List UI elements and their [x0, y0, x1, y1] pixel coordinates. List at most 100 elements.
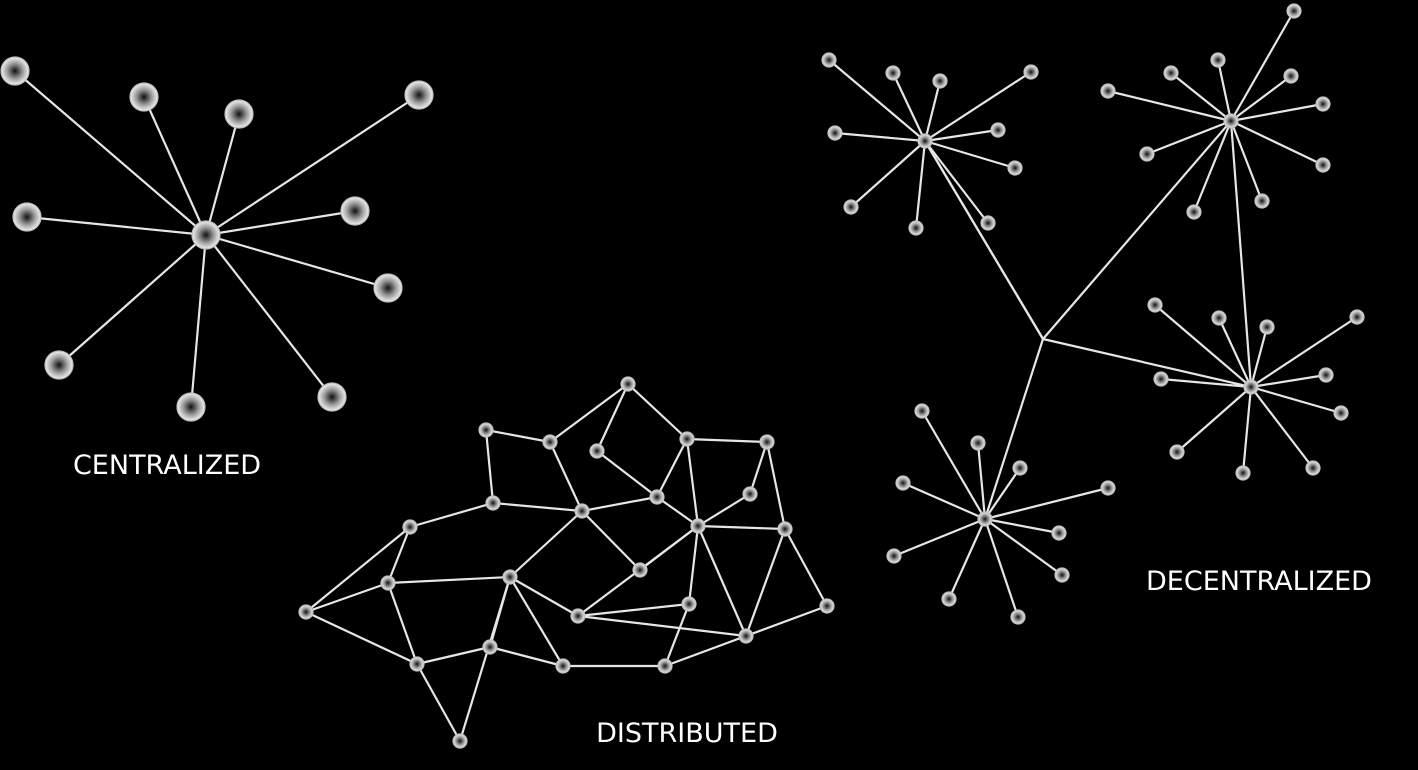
decentralized-leaf-node — [1211, 310, 1227, 326]
distributed-edge — [304, 610, 419, 666]
decentralized-edge — [983, 466, 1022, 521]
distributed-edge — [595, 382, 630, 453]
decentralized-leaf-node — [1100, 83, 1116, 99]
decentralized-leaf-node — [1186, 204, 1202, 220]
centralized-edge — [189, 233, 208, 409]
decentralized-leaf-node — [1007, 160, 1023, 176]
decentralized-edge — [920, 409, 987, 521]
distributed-node — [690, 518, 706, 534]
distributed-node — [679, 431, 695, 447]
distributed-edge — [576, 614, 748, 638]
decentralized-edge — [914, 139, 927, 230]
distributed-edge — [484, 428, 552, 444]
decentralized-edge — [901, 481, 987, 521]
decentralized-leaf-node — [1210, 52, 1226, 68]
decentralized-trunk-edge — [1041, 337, 1253, 389]
distributed-node — [649, 489, 665, 505]
distributed-edge — [744, 527, 787, 638]
decentralized-edge — [923, 79, 942, 143]
distributed-edge — [580, 509, 642, 572]
distributed-edge — [685, 437, 700, 528]
decentralized-leaf-node — [895, 475, 911, 491]
decentralized-edge — [1153, 303, 1253, 389]
decentralized-leaf-node — [1286, 3, 1302, 19]
distributed-edge — [655, 437, 689, 499]
distributed-network — [298, 376, 835, 749]
decentralized-leaf-node — [980, 215, 996, 231]
centralized-edge — [204, 209, 357, 237]
decentralized-edge — [1229, 119, 1264, 203]
distributed-edge — [415, 662, 462, 743]
distributed-node — [777, 521, 793, 537]
distributed-edge — [386, 575, 512, 585]
distributed-node — [657, 658, 673, 674]
decentralized-edge — [1159, 377, 1253, 389]
decentralized-edge — [1106, 89, 1233, 123]
decentralized-edge — [983, 517, 1061, 535]
distributed-edge — [655, 495, 700, 528]
decentralized-edge — [849, 139, 927, 209]
centralized-leaf-node — [317, 382, 347, 412]
decentralized-leaf-node — [1283, 68, 1299, 84]
distributed-node — [589, 443, 605, 459]
decentralized-edge — [923, 139, 1017, 170]
decentralized-leaf-node — [843, 199, 859, 215]
centralized-edge — [204, 233, 334, 399]
decentralized-edge — [983, 517, 1020, 619]
decentralized-leaf-node — [1012, 460, 1028, 476]
distributed-node — [759, 434, 775, 450]
centralized-hub-node — [191, 220, 221, 250]
decentralized-leaf-node — [941, 591, 957, 607]
centralized-leaf-node — [176, 392, 206, 422]
distributed-edge — [415, 645, 492, 666]
distributed-edge — [508, 509, 584, 579]
decentralized-edge — [833, 131, 927, 143]
decentralized-leaf-node — [827, 125, 843, 141]
decentralized-edge — [976, 441, 987, 521]
distributed-edge — [488, 645, 565, 668]
centralized-leaf-node — [224, 99, 254, 129]
distributed-node — [402, 519, 418, 535]
centralized-label: CENTRALIZED — [73, 450, 261, 481]
decentralized-leaf-node — [1333, 405, 1349, 421]
decentralized-leaf-node — [932, 73, 948, 89]
distributed-edge — [458, 575, 512, 743]
distributed-edge — [408, 501, 495, 529]
distributed-edge — [580, 495, 659, 513]
decentralized-edge — [1249, 373, 1328, 389]
decentralized-hub-node — [977, 511, 993, 527]
distributed-edge — [548, 440, 584, 513]
decentralized-edge — [983, 517, 1064, 577]
decentralized-leaf-node — [1315, 157, 1331, 173]
decentralized-edge — [1192, 119, 1233, 214]
distributed-edge — [548, 382, 630, 444]
decentralized-hub-node — [1223, 113, 1239, 129]
decentralized-edge — [1229, 102, 1325, 123]
distributed-label: DISTRIBUTED — [596, 718, 778, 749]
distributed-node — [380, 575, 396, 591]
decentralized-leaf-node — [1163, 65, 1179, 81]
centralized-edge — [204, 112, 241, 237]
distributed-node — [738, 628, 754, 644]
decentralized-trunk-edge — [1041, 119, 1233, 341]
distributed-node — [570, 608, 586, 624]
decentralized-leaf-node — [1254, 193, 1270, 209]
distributed-edge — [663, 634, 748, 668]
distributed-edge — [484, 428, 495, 505]
decentralized-leaf-node — [886, 548, 902, 564]
decentralized-edge — [947, 517, 987, 601]
distributed-node — [819, 598, 835, 614]
distributed-edge — [748, 440, 769, 496]
centralized-leaf-node — [0, 56, 30, 86]
centralized-leaf-node — [44, 350, 74, 380]
distributed-node — [542, 434, 558, 450]
distributed-edge — [696, 524, 748, 638]
distributed-edge — [696, 492, 752, 528]
centralized-network — [0, 56, 434, 422]
distributed-edge — [386, 525, 412, 585]
centralized-edge — [204, 93, 421, 237]
decentralized-leaf-node — [1235, 465, 1251, 481]
decentralized-leaf-node — [1153, 371, 1169, 387]
decentralized-edge — [1249, 385, 1315, 470]
